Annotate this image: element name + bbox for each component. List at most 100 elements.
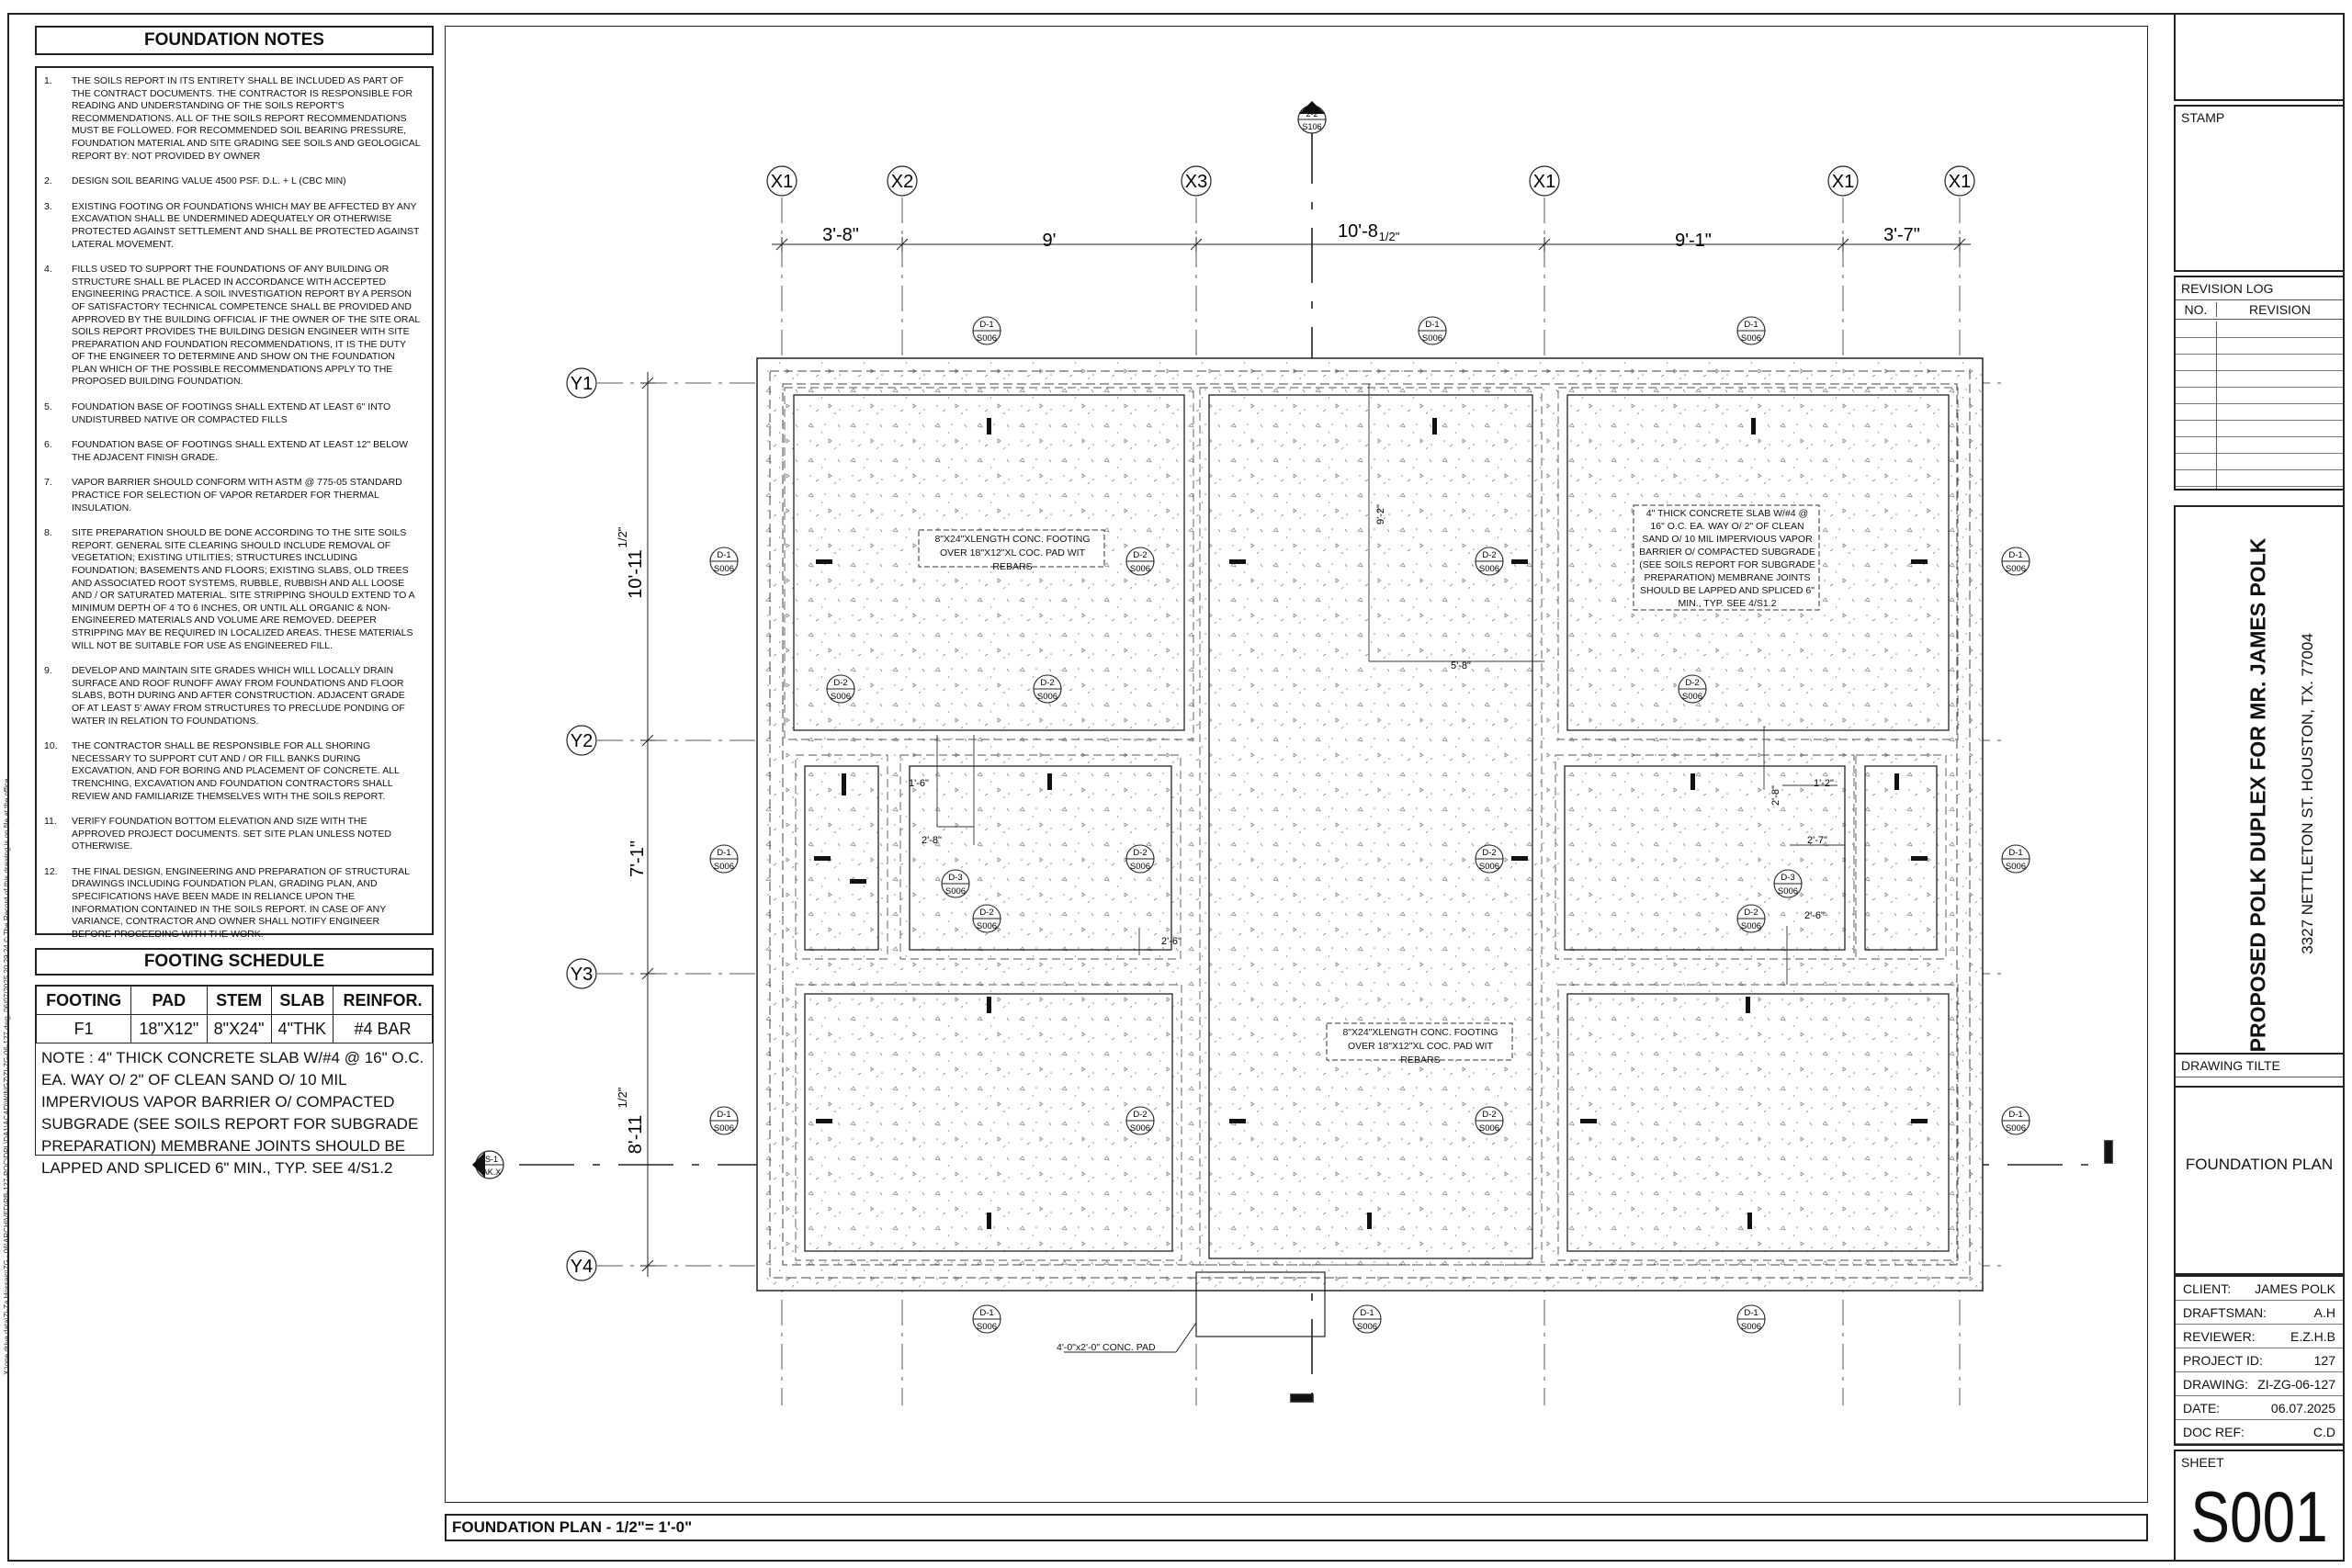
info-row: DOC REF:C.D	[2176, 1420, 2343, 1444]
section-tag-num: D-1	[1744, 320, 1758, 330]
note-number: 5.	[44, 401, 52, 413]
cell: 18"X12"	[130, 1014, 208, 1043]
note-text: DESIGN SOIL BEARING VALUE 4500 PSF. D.L.…	[72, 175, 346, 187]
cell: 4"THK	[270, 1014, 334, 1043]
sheet-label: SHEET	[2181, 1455, 2224, 1470]
note-number: 12.	[44, 865, 58, 877]
grid-label-y: Y3	[571, 964, 593, 985]
footing-schedule-title: FOOTING SCHEDULE	[143, 952, 325, 971]
slab-outline	[756, 357, 1984, 1292]
foundation-notes-panel: 1.THE SOILS REPORT IN ITS ENTIRETY SHALL…	[35, 66, 434, 940]
note-text: FOUNDATION BASE OF FOOTINGS SHALL EXTEND…	[72, 401, 391, 425]
section-tag-ref: S006	[1682, 692, 1702, 702]
col-header: FOOTING	[35, 986, 132, 1015]
section-tag-ref: S006	[1130, 1123, 1150, 1134]
section-tag-ref: S006	[1479, 1123, 1499, 1134]
dimension-fraction: 1/2"	[616, 1087, 629, 1108]
section-tag-ref: S006	[1037, 692, 1057, 702]
interior-footings	[793, 394, 1950, 1259]
dimension-label: 1'-6"	[909, 778, 929, 789]
section-tag-num: D-1	[717, 848, 730, 858]
section-tag-num: D-1	[2008, 1110, 2022, 1120]
section-tag-num: D-1	[717, 1110, 730, 1120]
section-tag-ref: S006	[1130, 862, 1150, 872]
info-value: JAMES POLK	[2255, 1280, 2335, 1296]
list-item: 12. THE FINAL DESIGN, ENGINEERING AND PRE…	[44, 866, 421, 942]
info-label: DRAFTSMAN:	[2183, 1304, 2267, 1320]
section-tag-num: D-2	[1744, 908, 1758, 918]
cell: F1	[35, 1014, 132, 1043]
list-item: 6.FOUNDATION BASE OF FOOTINGS SHALL EXTE…	[44, 439, 421, 464]
section-tag-num: D-1	[717, 550, 730, 560]
section-tag-num: D-3	[948, 873, 962, 883]
dimension-fraction: 1/2"	[616, 526, 629, 547]
section-tag-ref: S006	[2006, 564, 2026, 574]
section-tag-ref: S006	[1479, 862, 1499, 872]
note-text: THE CONTRACTOR SHALL BE RESPONSIBLE FOR …	[72, 740, 400, 802]
concrete-pad	[1195, 1271, 1326, 1337]
section-tag-ref: S006	[1778, 886, 1798, 897]
cell: 8"X24"	[206, 1014, 272, 1043]
cell: #4 BAR	[332, 1014, 434, 1043]
footing-schedule-note: NOTE : 4" THICK CONCRETE SLAB W/#4 @ 16"…	[41, 1049, 424, 1177]
col-header: SLAB	[270, 986, 334, 1015]
rev-no-header: NO.	[2176, 302, 2217, 317]
section-tag-ref: S006	[714, 862, 734, 872]
section-ref: S106	[1302, 122, 1321, 131]
grid-label-y: Y1	[571, 374, 593, 394]
sheet-box: SHEET S001	[2174, 1450, 2345, 1562]
info-row: DRAFTSMAN:A.H	[2176, 1301, 2343, 1325]
note-number: 9.	[44, 665, 52, 677]
plan-title: FOUNDATION PLAN - 1/2"= 1'-0"	[452, 1518, 693, 1536]
section-tag-num: D-3	[1781, 873, 1794, 883]
dimension-label: 3'-7"	[1883, 225, 1920, 245]
revision-header: NO. REVISION	[2176, 300, 2343, 320]
note-text: SITE PREPARATION SHOULD BE DONE ACCORDIN…	[72, 527, 415, 651]
dimension-label: 10'-8	[1338, 221, 1378, 242]
info-label: CLIENT:	[2183, 1280, 2232, 1296]
section-tag-num: D-2	[979, 908, 993, 918]
list-item: 2. DESIGN SOIL BEARING VALUE 4500 PSF. D.…	[44, 175, 421, 188]
note-text: DEVELOP AND MAINTAIN SITE GRADES WHICH W…	[72, 665, 405, 727]
stamp-box: STAMP	[2174, 105, 2345, 272]
drawing-title-label: DRAWING TILTE	[2176, 1055, 2343, 1077]
info-row: DATE:06.07.2025	[2176, 1396, 2343, 1420]
dimension-label: 2'-8"	[922, 835, 942, 846]
dimension-label: 2'-8"	[1770, 785, 1781, 806]
info-label: DRAWING:	[2183, 1376, 2249, 1392]
plan-title-bar: FOUNDATION PLAN - 1/2"= 1'-0"	[445, 1514, 2148, 1541]
list-item: 11.VERIFY FOUNDATION BOTTOM ELEVATION AN…	[44, 816, 421, 853]
note-number: 2.	[44, 175, 52, 187]
revision-log-box: REVISION LOG NO. REVISION	[2174, 276, 2345, 491]
list-item: 7.VAPOR BARRIER SHOULD CONFORM WITH ASTM…	[44, 477, 421, 514]
section-marker-left: S-1 AK.X	[472, 1150, 504, 1179]
info-label: DOC REF:	[2183, 1424, 2245, 1439]
grid-label-x: X1	[1949, 172, 1971, 192]
note-text: THE FINAL DESIGN, ENGINEERING AND PREPAR…	[72, 865, 410, 940]
section-tag-ref: S006	[714, 1123, 734, 1134]
dimension-label: 3'-8"	[822, 225, 859, 245]
section-tag-num: D-2	[1482, 848, 1496, 858]
section-tag-ref: S006	[1357, 1322, 1377, 1332]
note-number: 10.	[44, 740, 58, 752]
note-number: 1.	[44, 75, 52, 86]
info-label: PROJECT ID:	[2183, 1352, 2263, 1368]
section-marker-top: 2-2 S106	[1297, 101, 1327, 134]
dimension-label: 2'-6"	[1804, 910, 1825, 921]
section-num: 2-2	[1306, 109, 1317, 118]
list-item: 10. THE CONTRACTOR SHALL BE RESPONSIBLE F…	[44, 740, 421, 803]
section-tag-num: D-1	[2008, 550, 2022, 560]
info-row: DRAWING:ZI-ZG-06-127	[2176, 1372, 2343, 1396]
note-text: EXISTING FOOTING OR FOUNDATIONS WHICH MA…	[72, 200, 420, 250]
info-row: CLIENT: JAMES POLK	[2176, 1277, 2343, 1301]
